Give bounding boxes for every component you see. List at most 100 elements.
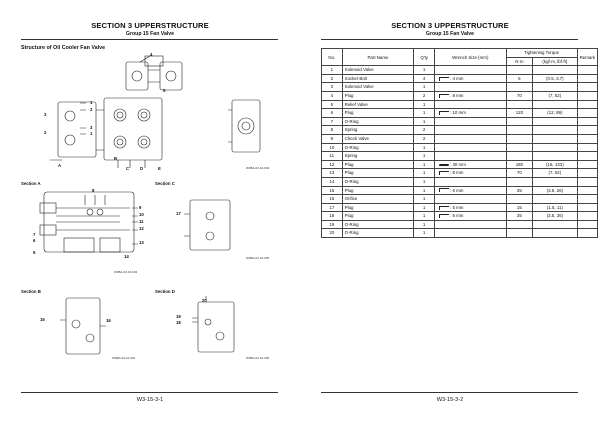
row-wrench: : 8 mm: [434, 90, 507, 101]
row-qty: 1: [413, 151, 435, 161]
callout-3b: 3: [44, 112, 47, 117]
col-nm: N·m: [505, 56, 534, 67]
row-wrench: : 6 mm: [434, 211, 507, 221]
row-no: 9: [321, 133, 343, 144]
row-part-name: Relief Valve: [341, 99, 415, 110]
row-qty: 1: [413, 211, 435, 221]
row-no: 4: [321, 90, 343, 101]
row-remark: [576, 159, 599, 170]
wrench-size: : 10 mm: [450, 110, 466, 116]
row-nm: [505, 176, 534, 187]
row-wrench: [434, 142, 507, 153]
spanner-icon: [439, 163, 449, 166]
row-remark: [576, 73, 599, 84]
row-wrench: : 6 mm: [434, 185, 507, 196]
row-qty: 1: [413, 108, 435, 118]
row-no: 19: [321, 219, 343, 230]
row-nm: [505, 133, 534, 144]
row-remark: [576, 133, 599, 144]
row-nm: 15: [505, 202, 534, 213]
row-kgf: [532, 228, 578, 239]
hex-wrench-icon: [439, 205, 449, 210]
row-kgf: [532, 82, 578, 92]
row-part-name: Plug: [341, 159, 415, 170]
row-remark: [576, 194, 599, 204]
row-kgf: [532, 99, 578, 110]
callout-5: 5: [163, 88, 166, 93]
row-remark: [576, 176, 599, 187]
row-qty: 1: [413, 168, 435, 178]
callout-a-5: 5: [33, 250, 36, 255]
row-qty: 1: [413, 99, 435, 110]
callout-b-15: 15: [40, 317, 45, 322]
row-kgf: (3.5, 26): [532, 211, 578, 221]
hex-wrench-icon: [439, 93, 449, 98]
row-no: 20: [321, 228, 343, 239]
row-part-name: O-Ring: [341, 142, 415, 153]
row-wrench: [434, 219, 507, 230]
row-part-name: O-Ring: [341, 228, 415, 239]
row-kgf: (1.5, 11): [532, 202, 578, 213]
callout-1b: 1: [90, 131, 93, 136]
row-qty: 1: [413, 202, 435, 213]
row-no: 1: [321, 65, 343, 75]
row-remark: [576, 125, 599, 135]
row-remark: [576, 228, 599, 239]
row-qty: 2: [413, 90, 435, 101]
row-nm: [505, 125, 534, 135]
hex-wrench-icon: [439, 188, 449, 193]
row-part-name: Orifice: [341, 194, 415, 204]
fig-code-5: W3BA-03-16-006: [246, 356, 270, 360]
row-qty: 1: [413, 82, 435, 92]
row-nm: [505, 151, 534, 161]
row-part-name: Socket Bolt: [341, 73, 415, 84]
row-kgf: [532, 176, 578, 187]
page-number: W3-15-3-2: [436, 397, 464, 403]
wrench-size: : 5 mm: [450, 204, 464, 210]
callout-a-12: 12: [139, 226, 144, 231]
callout-B: B: [114, 156, 118, 161]
row-remark: [576, 185, 599, 196]
left-page: SECTION 3 UPPERSTRUCTURE Group 15 Fan Va…: [21, 21, 278, 403]
callout-a-6: 6: [33, 238, 36, 243]
row-kgf: [532, 151, 578, 161]
callout-a-14: 14: [124, 254, 129, 259]
row-wrench: : 4 mm: [434, 73, 507, 84]
wrench-size: : 6 mm: [450, 213, 464, 219]
row-nm: [505, 65, 534, 75]
row-qty: 1: [413, 142, 435, 153]
row-wrench: [434, 82, 507, 92]
callout-D: D: [140, 166, 144, 171]
row-wrench: [434, 151, 507, 161]
row-wrench: [434, 133, 507, 144]
row-qty: 1: [413, 185, 435, 196]
row-remark: [576, 142, 599, 153]
row-part-name: Spring: [341, 151, 415, 161]
row-kgf: [532, 219, 578, 230]
row-nm: [505, 116, 534, 127]
row-nm: [505, 82, 534, 92]
callout-d-18: 18: [176, 320, 181, 325]
row-no: 14: [321, 176, 343, 187]
row-qty: 2: [413, 133, 435, 144]
section-a-label: Section A: [21, 181, 41, 186]
row-kgf: [532, 116, 578, 127]
callout-b-16: 16: [106, 318, 111, 323]
hex-wrench-icon: [439, 76, 449, 81]
col-no: No.: [321, 47, 343, 67]
row-kgf: (0.5, 3.7): [532, 73, 578, 84]
wrench-size: : 4 mm: [450, 75, 464, 81]
row-part-name: Spring: [341, 125, 415, 135]
row-nm: 35: [505, 211, 534, 221]
section-b-label: Section B: [21, 289, 41, 294]
row-remark: [576, 219, 599, 230]
footer-divider: [21, 392, 278, 393]
wrench-size: : 8 mm: [450, 92, 464, 98]
header-divider: [21, 39, 278, 40]
